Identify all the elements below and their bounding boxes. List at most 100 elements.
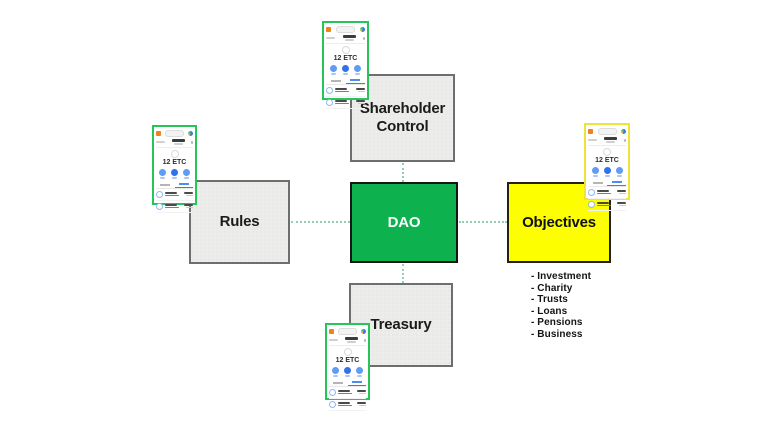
wallet-account-name[interactable]: [171, 139, 185, 145]
network-selector-pill[interactable]: [336, 25, 355, 33]
wallet-tab-activity[interactable]: [607, 180, 626, 186]
wallet-balance: 12 ETC: [335, 357, 360, 364]
transaction-icon: [329, 388, 336, 396]
wallet-account-row: [156, 137, 193, 148]
wallet-action-buttons: [326, 65, 365, 75]
wallet-account-row: [588, 135, 626, 146]
list-item: - Pensions: [531, 317, 583, 329]
wallet-header: [329, 327, 366, 335]
wallet-transaction-row[interactable]: [156, 189, 193, 201]
wallet-tab-activity[interactable]: [345, 78, 365, 84]
wallet-account-name[interactable]: [604, 137, 617, 143]
node-label: Shareholder Control: [359, 100, 446, 135]
wallet-transaction-row[interactable]: [588, 199, 626, 211]
wallet-swap-button[interactable]: [354, 65, 361, 75]
wallet-tabs: [329, 380, 366, 387]
wallet-header: [326, 25, 365, 33]
wallet-balance: 12 ETC: [333, 55, 358, 62]
node-label: Objectives: [522, 213, 596, 231]
wallet-swap-button[interactable]: [615, 167, 623, 177]
wallet-menu-icon[interactable]: [363, 36, 365, 40]
node-label: DAO: [387, 213, 421, 231]
node-label: Treasury: [370, 316, 432, 334]
token-logo-icon: [170, 150, 179, 158]
connector-dao-treasury: [402, 264, 404, 283]
transaction-icon: [326, 98, 333, 106]
wallet-swap-button[interactable]: [356, 367, 363, 377]
account-avatar[interactable]: [188, 130, 193, 136]
wallet-transaction-row[interactable]: [326, 97, 365, 109]
wallet-send-button[interactable]: [342, 65, 349, 75]
metamask-fox-icon: [329, 328, 334, 334]
wallet-account-row: [326, 33, 365, 44]
wallet-action-buttons: [329, 367, 366, 377]
node-dao: DAO: [350, 182, 458, 263]
wallet-transaction-row[interactable]: [588, 187, 626, 199]
account-avatar[interactable]: [360, 26, 365, 32]
network-selector-pill[interactable]: [338, 327, 357, 335]
wallet-tabs: [326, 78, 365, 85]
wallet-tab-activity[interactable]: [347, 380, 366, 386]
wallet-tab-assets[interactable]: [329, 380, 348, 386]
wallet-balance: 12 ETC: [595, 157, 619, 164]
wallet-thumbnail: 12 ETC: [584, 123, 630, 211]
wallet-send-button[interactable]: [344, 367, 351, 377]
wallet-action-buttons: [156, 169, 193, 179]
node-label: Rules: [219, 213, 260, 231]
wallet-header: [588, 127, 626, 135]
wallet-transaction-row[interactable]: [326, 85, 365, 97]
account-avatar[interactable]: [361, 328, 366, 334]
list-item: - Charity: [531, 282, 573, 294]
wallet-menu-icon[interactable]: [364, 338, 366, 342]
wallet-tab-assets[interactable]: [326, 78, 346, 84]
network-selector-pill[interactable]: [165, 129, 184, 137]
wallet-transaction-row[interactable]: [329, 399, 366, 411]
token-logo-icon: [343, 348, 352, 356]
list-item: - Trusts: [531, 294, 568, 306]
wallet-send-button[interactable]: [603, 167, 611, 177]
metamask-fox-icon: [588, 128, 593, 134]
wallet-account-name[interactable]: [342, 35, 356, 41]
account-avatar[interactable]: [621, 128, 626, 134]
wallet-buy-button[interactable]: [159, 169, 166, 179]
transaction-icon: [156, 202, 163, 210]
wallet-menu-icon[interactable]: [191, 140, 193, 144]
wallet-account-row: [329, 335, 366, 346]
metamask-fox-icon: [156, 130, 161, 136]
wallet-menu-icon[interactable]: [624, 138, 626, 142]
list-item: - Business: [531, 328, 583, 340]
wallet-action-buttons: [588, 167, 626, 177]
metamask-fox-icon: [326, 26, 331, 32]
wallet-buy-button[interactable]: [330, 65, 337, 75]
wallet-tabs: [156, 182, 193, 189]
token-logo-icon: [603, 148, 611, 156]
wallet-buy-button[interactable]: [591, 167, 599, 177]
transaction-icon: [326, 86, 333, 94]
transaction-icon: [156, 190, 163, 198]
node-rules: Rules: [189, 180, 290, 264]
wallet-left-text-bar: [588, 139, 597, 141]
transaction-icon: [588, 188, 595, 196]
wallet-thumbnail: 12 ETC: [322, 21, 369, 109]
wallet-swap-button[interactable]: [183, 169, 190, 179]
objectives-list: - Investment - Charity - Trusts - Loans …: [531, 271, 591, 341]
wallet-header: [156, 129, 193, 137]
connector-dao-rules: [291, 221, 350, 223]
wallet-send-button[interactable]: [171, 169, 178, 179]
wallet-thumbnail: 12 ETC: [325, 323, 370, 411]
connector-dao-shareholder: [402, 163, 404, 182]
network-selector-pill[interactable]: [597, 127, 617, 135]
connector-dao-objectives: [459, 221, 507, 223]
list-item: - Investment: [531, 271, 592, 282]
wallet-transaction-row[interactable]: [329, 387, 366, 399]
wallet-balance: 12 ETC: [162, 159, 187, 166]
wallet-tab-assets[interactable]: [588, 180, 607, 186]
wallet-account-name[interactable]: [344, 337, 358, 343]
wallet-buy-button[interactable]: [332, 367, 339, 377]
wallet-transaction-row[interactable]: [156, 201, 193, 213]
token-logo-icon: [341, 46, 350, 54]
wallet-tab-activity[interactable]: [174, 182, 193, 188]
wallet-left-text-bar: [326, 37, 335, 39]
wallet-tab-assets[interactable]: [156, 182, 175, 188]
